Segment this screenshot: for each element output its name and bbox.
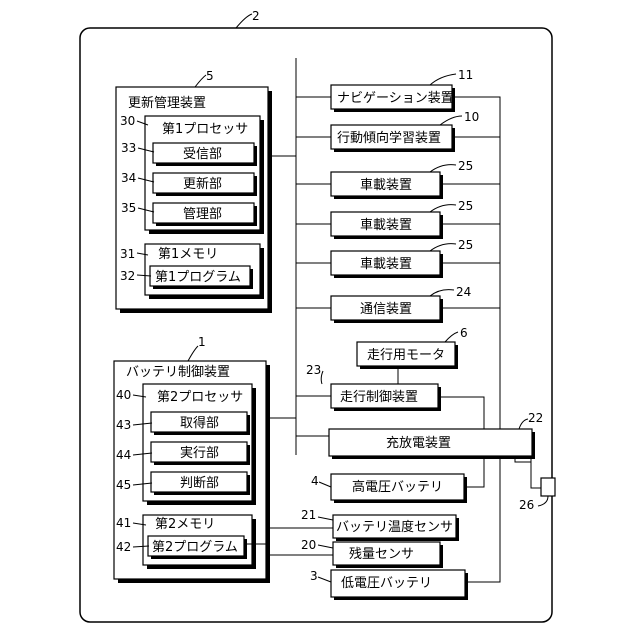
ref-memory-1: 31 [120,247,135,261]
processor-1-label: 第1プロセッサ [162,122,248,137]
update-management-device: 更新管理装置 5 第1プロセッサ 30 受信部 33 更新部 34 管理部 35… [116,69,272,313]
updater-label: 更新部 [183,176,222,192]
ref-onboard-2: 25 [458,199,473,213]
device-charger: 充放電装置 22 [329,411,543,459]
motor-label: 走行用モータ [367,348,445,363]
ref-updater: 34 [121,171,136,185]
onboard-1-label: 車載装置 [360,178,412,193]
comm-label: 通信装置 [360,302,412,317]
device-lv-battery: 低電圧バッテリ 3 [310,569,468,600]
charger-label: 充放電装置 [386,435,451,451]
device-battery-temp-sensor: バッテリ温度センサ 21 [301,508,459,541]
ref-receiver: 33 [121,141,136,155]
ref-motor: 6 [460,326,468,340]
ref-connector: 26 [519,498,534,512]
onboard-3-label: 車載装置 [360,257,412,272]
ref-memory-2: 41 [116,516,131,530]
soc-sensor-label: 残量センサ [349,547,414,562]
ref-update-mgmt: 5 [206,69,214,83]
ref-battery-ctrl: 1 [198,335,206,349]
battery-control-title: バッテリ制御装置 [126,365,230,380]
device-soc-sensor: 残量センサ 20 [301,538,443,568]
ref-lv-battery: 3 [310,569,318,583]
ref-charger: 22 [528,411,543,425]
device-onboard-1: 車載装置 25 [331,159,473,199]
device-navigation: ナビゲーション装置 11 [331,68,473,112]
temp-sensor-label: バッテリ温度センサ [336,519,453,535]
charging-connector: 26 [519,478,555,512]
device-drive-motor: 走行用モータ 6 [357,326,468,369]
ref-processor-1: 30 [120,114,135,128]
ref-comm: 24 [456,285,471,299]
ref-program-1: 32 [120,269,135,283]
leader-vehicle [236,14,252,28]
ref-program-2: 42 [116,540,131,554]
device-onboard-2: 車載装置 25 [331,199,473,239]
ref-hv-battery: 4 [311,474,319,488]
ref-processor-2: 40 [116,388,131,402]
ref-drive-control: 23 [306,363,321,377]
memory-2-label: 第2メモリ [155,517,215,532]
lv-battery-label: 低電圧バッテリ [341,576,432,591]
navigation-label: ナビゲーション装置 [337,91,454,106]
ref-onboard-3: 25 [458,238,473,252]
processor-2-label: 第2プロセッサ [157,390,243,405]
device-communication: 通信装置 24 [331,285,471,323]
update-management-title: 更新管理装置 [128,95,206,111]
ref-acquire: 43 [116,418,131,432]
memory-1-label: 第1メモリ [158,247,218,262]
ref-soc-sensor: 20 [301,538,316,552]
ref-onboard-1: 25 [458,159,473,173]
ref-navigation: 11 [458,68,473,82]
ref-learning: 10 [464,110,479,124]
battery-control-device: バッテリ制御装置 1 第2プロセッサ 40 取得部 43 実行部 44 判断部 … [114,335,270,583]
device-hv-battery: 高電圧バッテリ 4 [311,474,467,503]
drive-control-label: 走行制御装置 [340,390,418,405]
device-behavior-learning: 行動傾向学習装置 10 [331,110,479,152]
acquire-label: 取得部 [180,415,219,431]
ref-manager: 35 [121,201,136,215]
receiver-label: 受信部 [183,147,222,162]
connector-box [541,478,555,496]
onboard-2-label: 車載装置 [360,218,412,233]
program-2-label: 第2プログラム [152,540,238,555]
manager-label: 管理部 [183,207,222,222]
ref-temp-sensor: 21 [301,508,316,522]
program-1-label: 第1プログラム [155,270,241,285]
execute-label: 実行部 [180,445,219,461]
device-drive-control: 走行制御装置 23 [306,363,441,411]
judge-label: 判断部 [180,476,219,491]
ref-vehicle: 2 [252,9,260,23]
device-onboard-3: 車載装置 25 [331,238,473,278]
ref-judge: 45 [116,478,131,492]
ref-execute: 44 [116,448,131,462]
learning-label: 行動傾向学習装置 [337,130,441,146]
hv-battery-label: 高電圧バッテリ [352,479,443,495]
